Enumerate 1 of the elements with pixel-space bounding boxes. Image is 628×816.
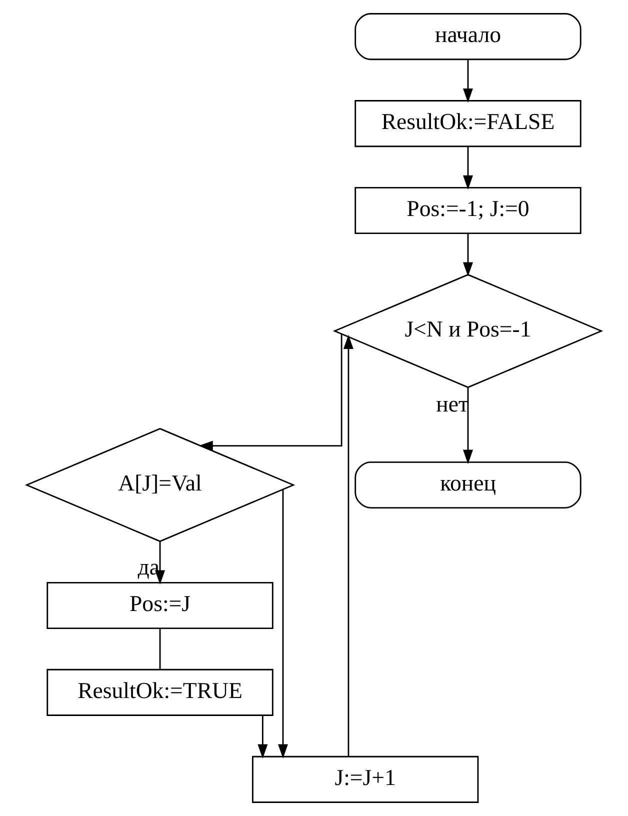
edge-label: нет: [436, 392, 468, 417]
